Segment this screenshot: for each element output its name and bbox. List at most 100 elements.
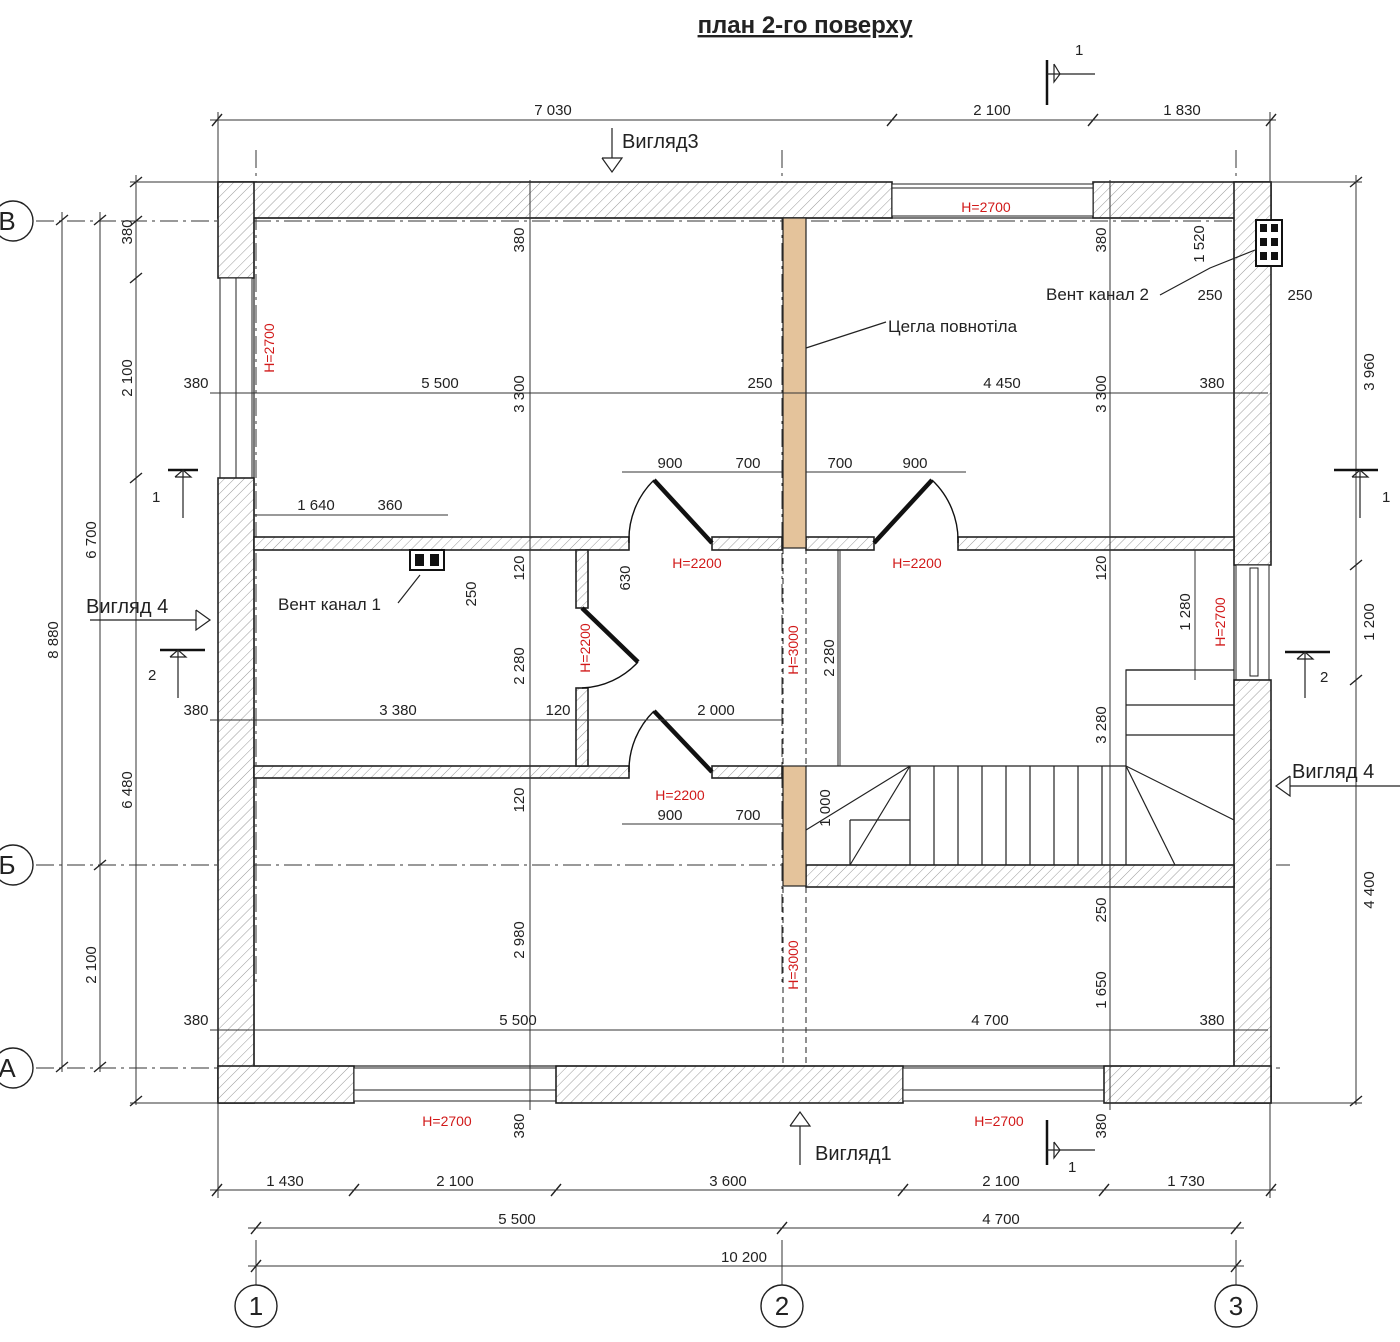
svg-text:380: 380 (511, 1113, 528, 1138)
svg-text:2 100: 2 100 (119, 359, 136, 397)
svg-text:1: 1 (152, 489, 160, 506)
svg-text:1 000: 1 000 (817, 789, 834, 827)
svg-text:380: 380 (1199, 1012, 1224, 1029)
view-marker-top: Вигляд3 (601, 128, 699, 174)
axis-bubble-col-1: 1 (234, 1284, 278, 1328)
svg-text:2 100: 2 100 (436, 1173, 474, 1190)
svg-text:6 700: 6 700 (83, 521, 100, 559)
svg-text:2: 2 (775, 1291, 789, 1321)
svg-text:380: 380 (183, 702, 208, 719)
svg-text:380: 380 (183, 1012, 208, 1029)
vent-channel-2-icon (1255, 219, 1283, 267)
svg-text:3 280: 3 280 (1093, 706, 1110, 744)
height-door-4: H=2200 (655, 787, 705, 803)
brick-label: Цегла повнотіла (805, 317, 1018, 349)
svg-text:1 650: 1 650 (1093, 971, 1110, 1009)
vent-channel-1-label: Вент канал 1 (278, 574, 421, 614)
svg-text:1 520: 1 520 (1191, 225, 1208, 263)
svg-text:250: 250 (1287, 287, 1312, 304)
svg-text:250: 250 (747, 375, 772, 392)
svg-text:3 960: 3 960 (1361, 353, 1378, 391)
svg-text:8 880: 8 880 (45, 621, 62, 659)
svg-text:А: А (0, 1053, 16, 1083)
svg-text:3 600: 3 600 (709, 1173, 747, 1190)
section-mark-right-2: 2 (1285, 650, 1330, 698)
svg-text:Вигляд3: Вигляд3 (622, 131, 699, 153)
svg-text:4 450: 4 450 (983, 375, 1021, 392)
svg-text:2 100: 2 100 (973, 102, 1011, 119)
svg-text:1 430: 1 430 (266, 1173, 304, 1190)
svg-text:4 700: 4 700 (982, 1211, 1020, 1228)
axis-bubble-col-2: 2 (760, 1284, 804, 1328)
svg-text:630: 630 (617, 565, 634, 590)
dimension-texts-right: 3 960 1 200 4 400 (1361, 353, 1378, 909)
walls (217, 181, 1272, 1104)
svg-text:700: 700 (735, 807, 760, 824)
height-window-right: H=2700 (1212, 597, 1228, 647)
height-door-2: H=2200 (892, 555, 942, 571)
svg-text:2 000: 2 000 (697, 702, 735, 719)
height-marks: H=2700 H=2700 H=2700 H=2700 H=2700 H=220… (261, 199, 1228, 1129)
svg-text:380: 380 (511, 227, 528, 252)
height-door-1: H=2200 (672, 555, 722, 571)
svg-text:700: 700 (735, 455, 760, 472)
svg-text:380: 380 (1093, 227, 1110, 252)
svg-text:1: 1 (1068, 1159, 1076, 1176)
svg-text:Вигляд 4: Вигляд 4 (1292, 761, 1374, 783)
svg-text:Вигляд 4: Вигляд 4 (86, 596, 168, 618)
svg-text:3 300: 3 300 (511, 375, 528, 413)
svg-text:5 500: 5 500 (499, 1012, 537, 1029)
svg-text:380: 380 (119, 219, 136, 244)
section-mark-right-1: 1 (1334, 468, 1390, 518)
height-window-top: H=2700 (961, 199, 1011, 215)
svg-text:380: 380 (1199, 375, 1224, 392)
svg-text:2 980: 2 980 (511, 921, 528, 959)
svg-text:900: 900 (902, 455, 927, 472)
height-opening-2: H=3000 (785, 940, 801, 990)
dimension-texts-bottom: 1 430 2 100 3 600 2 100 1 730 5 500 4 70… (266, 1173, 1205, 1266)
svg-text:Б: Б (0, 850, 16, 880)
vent-channel-1-icon (409, 549, 445, 571)
svg-text:1: 1 (1382, 489, 1390, 506)
svg-text:5 500: 5 500 (498, 1211, 536, 1228)
svg-text:4 700: 4 700 (971, 1012, 1009, 1029)
svg-text:10 200: 10 200 (721, 1249, 767, 1266)
section-mark-left-1: 1 (152, 468, 198, 518)
svg-text:380: 380 (183, 375, 208, 392)
svg-text:Вент канал 2: Вент канал 2 (1046, 285, 1149, 304)
svg-text:120: 120 (1093, 555, 1110, 580)
svg-text:250: 250 (463, 581, 480, 606)
svg-text:5 500: 5 500 (421, 375, 459, 392)
svg-text:2: 2 (148, 667, 156, 684)
plan-title: план 2-го поверху (698, 12, 914, 39)
dimension-lines (55, 112, 1363, 1273)
svg-text:2 100: 2 100 (83, 946, 100, 984)
svg-text:900: 900 (657, 807, 682, 824)
axis-bubble-col-3: 3 (1214, 1284, 1258, 1328)
svg-text:250: 250 (1197, 287, 1222, 304)
height-window-bottom-right: H=2700 (974, 1113, 1024, 1129)
dimension-texts-top: 7 030 2 100 1 830 (534, 102, 1201, 119)
svg-text:4 400: 4 400 (1361, 871, 1378, 909)
section-mark-top: 1 (1045, 42, 1095, 105)
svg-text:120: 120 (511, 787, 528, 812)
vent-channel-2-label: Вент канал 2 (1046, 249, 1256, 304)
dimension-texts-left: 8 880 6 700 6 480 380 2 100 2 100 (45, 219, 136, 983)
svg-text:1 730: 1 730 (1167, 1173, 1205, 1190)
dimension-texts-vertical: 380 3 300 120 2 280 120 2 980 380 630 25… (463, 225, 1313, 1138)
svg-text:1: 1 (249, 1291, 263, 1321)
dimension-texts-inside: 380 5 500 250 4 450 380 1 640 360 900 70… (183, 375, 1224, 1029)
svg-text:120: 120 (545, 702, 570, 719)
svg-text:2 280: 2 280 (511, 647, 528, 685)
svg-text:250: 250 (1093, 897, 1110, 922)
svg-text:3 300: 3 300 (1093, 375, 1110, 413)
axis-bubble-row-v: В (0, 200, 34, 242)
svg-text:1 200: 1 200 (1361, 603, 1378, 641)
svg-text:700: 700 (827, 455, 852, 472)
doors (580, 478, 959, 774)
svg-text:1 280: 1 280 (1177, 593, 1194, 631)
svg-text:120: 120 (511, 555, 528, 580)
svg-text:Цегла повнотіла: Цегла повнотіла (888, 317, 1018, 336)
view-marker-left: Вигляд 4 (86, 596, 212, 632)
